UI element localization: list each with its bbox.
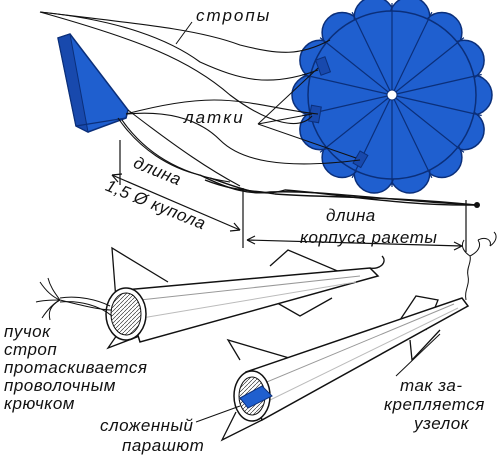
knot-smoke xyxy=(461,231,497,301)
label-knot-1: так за- xyxy=(400,376,463,395)
label-folded-1: сложенный xyxy=(100,416,194,435)
canopy-gore-seam xyxy=(319,37,393,96)
label-bundle-5: крючком xyxy=(4,394,75,413)
folded-parachute-icon xyxy=(239,385,273,409)
canopy-gore-seam xyxy=(391,11,433,96)
canopy-patch-1 xyxy=(314,56,332,76)
label-bundle-4: проволочным xyxy=(4,376,116,395)
canopy-gore-seam xyxy=(351,11,393,96)
dimension-lines xyxy=(111,140,467,252)
label-length-body-2: корпуса ракеты xyxy=(300,228,438,247)
leader-lines xyxy=(175,21,357,159)
label-knot-3: узелок xyxy=(414,414,470,433)
label-bundle-3: протаскивается xyxy=(4,358,148,377)
shroud-bundle xyxy=(35,277,113,321)
label-knot-2: крепляется xyxy=(384,395,485,414)
leader-lines-lower xyxy=(195,333,441,423)
label-lines: стропы xyxy=(196,6,272,25)
rocket-nose-cone-icon xyxy=(57,33,129,133)
canopy-patch-3 xyxy=(352,150,369,169)
canopy-gore-seam xyxy=(391,94,482,117)
canopy-gore-seam xyxy=(391,94,465,153)
label-length-body-1: длина xyxy=(326,206,376,225)
label-patches: латки xyxy=(184,108,245,127)
rocket-body-upper xyxy=(105,246,385,350)
canopy-gore-seam xyxy=(302,73,393,96)
canopy-gore-seam xyxy=(391,94,433,179)
canopy-gore-seam xyxy=(391,73,482,96)
label-folded-2: парашют xyxy=(122,436,205,455)
canopy-gore-seam xyxy=(391,37,465,96)
label-bundle-1: пучок xyxy=(4,322,51,341)
twisted-cord xyxy=(199,174,477,206)
canopy-gore-seam xyxy=(319,94,393,153)
parachute-canopy-icon xyxy=(291,0,493,194)
label-bundle-2: строп xyxy=(4,340,58,359)
